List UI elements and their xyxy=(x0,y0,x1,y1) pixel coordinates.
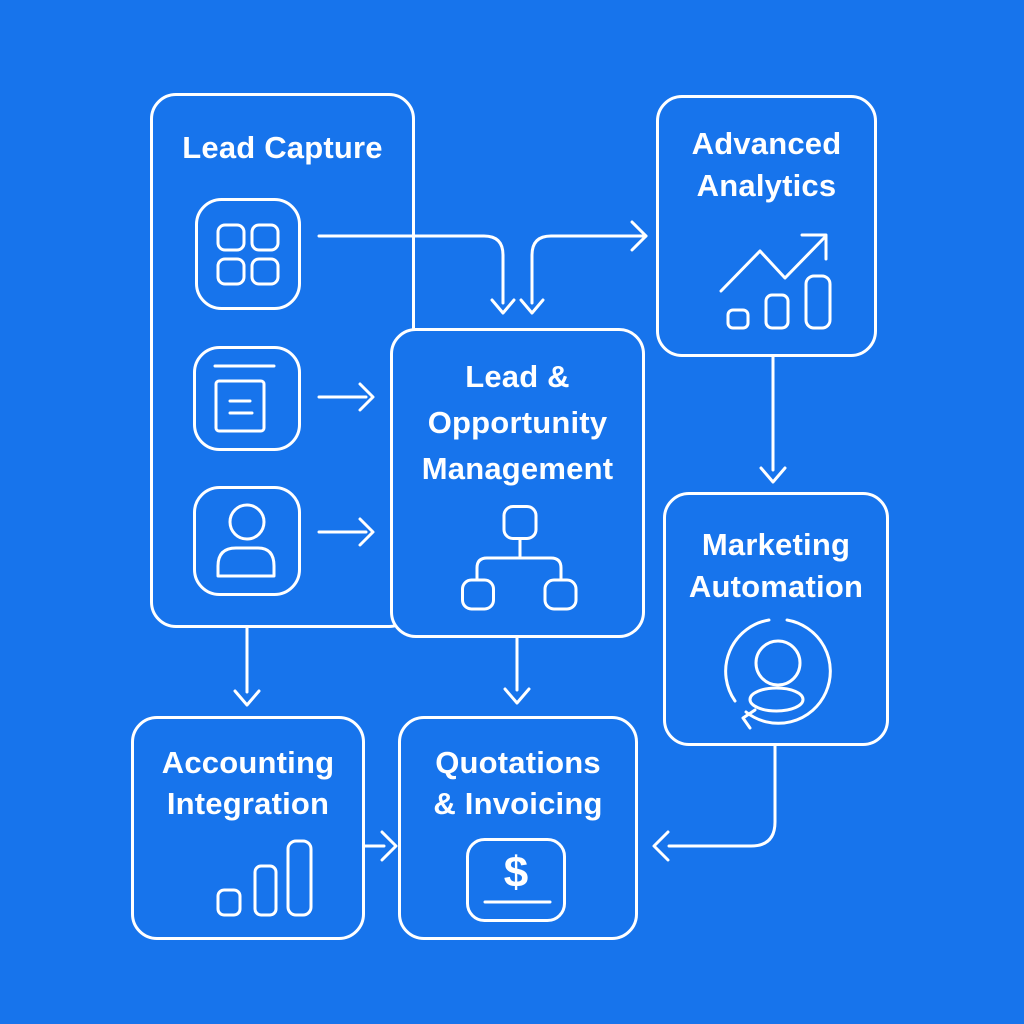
node-quotations-invoicing: Quotations & Invoicing $ xyxy=(398,716,638,940)
edge-advanced-analytics-to-marketing-automation xyxy=(759,355,787,484)
node-accounting-integration: Accounting Integration xyxy=(131,716,365,940)
node-title-line: Advanced xyxy=(691,126,842,161)
node-title-line: Automation xyxy=(688,569,864,604)
node-title-line: Opportunity xyxy=(427,405,608,440)
edge-lead-opportunity-management-to-quotations-invoicing xyxy=(503,636,531,705)
edge-marketing-automation-to-quotations-invoicing xyxy=(652,744,777,862)
bar-chart-icon xyxy=(216,839,313,917)
trend-up-chart-icon xyxy=(719,233,832,330)
hierarchy-icon xyxy=(461,505,578,611)
node-lead-capture: Lead Capture xyxy=(150,93,415,628)
node-title: Lead Capture xyxy=(153,96,412,169)
dollar-glyph: $ xyxy=(504,848,528,897)
node-title-line: Analytics xyxy=(696,168,837,203)
node-title-line: Quotations xyxy=(435,745,601,780)
person-sync-icon xyxy=(724,618,832,730)
node-title-line: Marketing xyxy=(701,527,851,562)
dollar-receipt-icon: $ xyxy=(466,838,566,922)
form-document-icon xyxy=(193,346,301,451)
node-title-line: Accounting xyxy=(161,745,335,780)
node-title-line: Lead Capture xyxy=(182,130,383,165)
node-advanced-analytics: Advanced Analytics xyxy=(656,95,877,357)
node-title: Advanced Analytics xyxy=(659,98,874,207)
node-title: Lead & Opportunity Management xyxy=(393,331,642,492)
contact-person-icon xyxy=(193,486,301,596)
node-lead-opportunity-management: Lead & Opportunity Management xyxy=(390,328,645,638)
node-title: Marketing Automation xyxy=(666,495,886,608)
grid-icon xyxy=(195,198,301,310)
node-title: Accounting Integration xyxy=(134,719,362,824)
node-title-line: & Invoicing xyxy=(433,786,603,821)
node-title-line: Integration xyxy=(166,786,330,821)
edge-accounting-integration-to-quotations-invoicing xyxy=(363,830,398,862)
node-title: Quotations & Invoicing xyxy=(401,719,635,824)
node-marketing-automation: Marketing Automation xyxy=(663,492,889,746)
edge-lead-capture-to-advanced-analytics xyxy=(519,220,648,315)
node-title-line: Lead & xyxy=(465,359,570,394)
node-title-line: Management xyxy=(421,451,614,486)
edge-lead-capture-to-accounting-integration xyxy=(233,626,261,707)
